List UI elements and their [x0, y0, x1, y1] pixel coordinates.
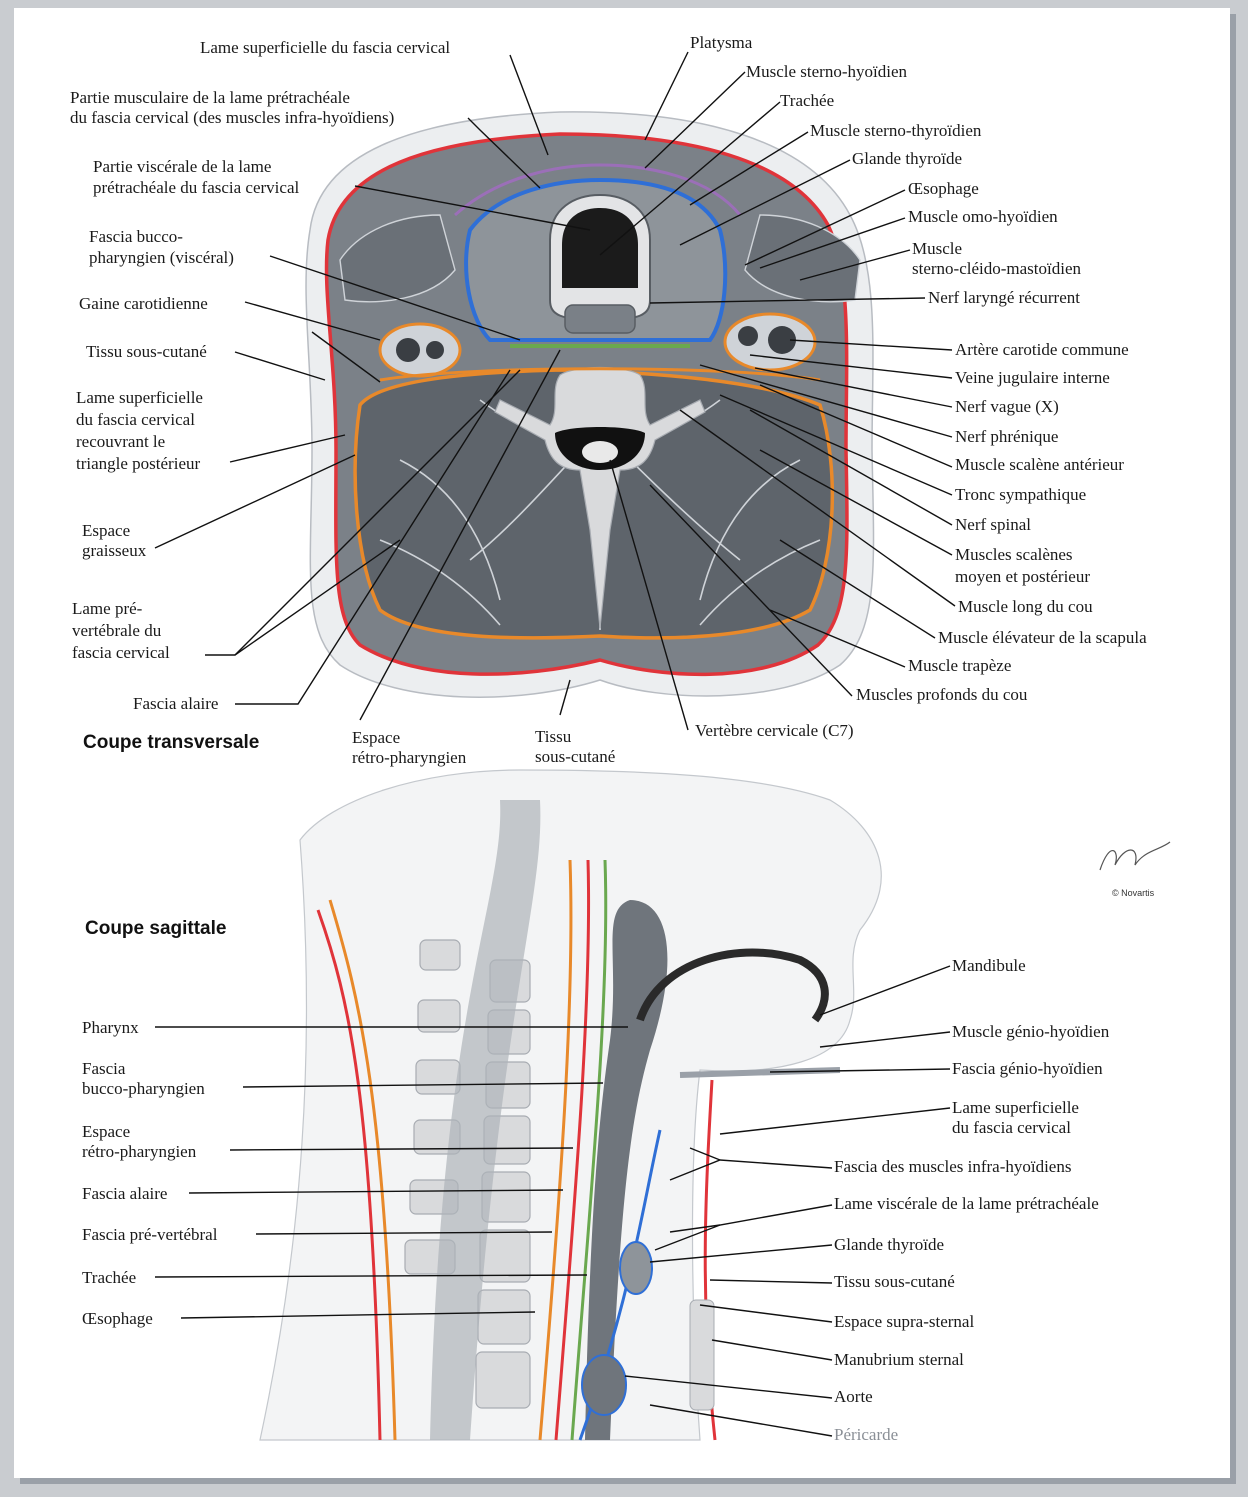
label-muscle-genio: Muscle génio-hyoïdien [952, 1022, 1110, 1041]
label-sag-fascia-alaire: Fascia alaire [82, 1184, 167, 1203]
label-platysma: Platysma [690, 33, 753, 52]
label-visceral-line2: prétrachéale du fascia cervical [93, 178, 299, 197]
label-artere-carotide: Artère carotide commune [955, 340, 1129, 359]
label-long-du-cou: Muscle long du cou [958, 597, 1093, 616]
label-lame-post-line4: triangle postérieur [76, 454, 200, 473]
label-prevert-line1: Lame pré- [72, 599, 143, 618]
label-veine-jugulaire: Veine jugulaire interne [955, 368, 1110, 387]
sagittal-title: Coupe sagittale [85, 918, 226, 939]
label-visceral-line1: Partie viscérale de la lame [93, 157, 271, 176]
right-jugular-vein [738, 326, 758, 346]
label-espace-supra: Espace supra-sternal [834, 1312, 974, 1331]
label-mandibule: Mandibule [952, 956, 1026, 975]
label-lame-post-line3: recouvrant le [76, 432, 165, 451]
label-nerf-phrenique: Nerf phrénique [955, 427, 1058, 446]
aorta-vessel [582, 1355, 626, 1415]
label-scm-line2: sterno-cléido-mastoïdien [912, 259, 1082, 278]
spinal-cord [582, 441, 618, 463]
label-trachee: Trachée [780, 91, 834, 110]
transverse-title: Coupe transversale [83, 732, 259, 753]
label-vertebre-c7: Vertèbre cervicale (C7) [695, 721, 854, 740]
label-sterno-hyoidien: Muscle sterno-hyoïdien [746, 62, 907, 81]
label-gaine-carotidienne: Gaine carotidienne [79, 294, 208, 313]
sagittal-section-illustration [260, 770, 881, 1440]
label-sag-lame-line2: du fascia cervical [952, 1118, 1071, 1137]
esophagus [565, 305, 635, 333]
label-sterno-thyroidien: Muscle sterno-thyroïdien [810, 121, 982, 140]
label-sag-oesophage: Œsophage [82, 1309, 153, 1328]
label-fascia-bucco-line2: bucco-pharyngien [82, 1079, 205, 1098]
left-jugular-vein [426, 341, 444, 359]
label-lame-post-line2: du fascia cervical [76, 410, 195, 429]
label-musculaire-line1: Partie musculaire de la lame prétrachéal… [70, 88, 350, 107]
label-nerf-larynge: Nerf laryngé récurrent [928, 288, 1080, 307]
label-fascia-alaire: Fascia alaire [133, 694, 218, 713]
label-sag-thyroide: Glande thyroïde [834, 1235, 944, 1254]
label-sag-tissu: Tissu sous-cutané [834, 1272, 955, 1291]
label-aorte: Aorte [834, 1387, 873, 1406]
label-pharynx: Pharynx [82, 1018, 139, 1037]
label-graisseux-line1: Espace [82, 521, 130, 540]
label-tissu-sous-cutane: Tissu sous-cutané [86, 342, 207, 361]
artist-signature: © Novartis [1100, 842, 1170, 898]
label-scalenes-line1: Muscles scalènes [955, 545, 1073, 564]
label-retro-line1: Espace [352, 728, 400, 747]
label-fascia-genio: Fascia génio-hyoïdien [952, 1059, 1103, 1078]
copyright-credit: © Novartis [1112, 888, 1155, 898]
label-scm-line1: Muscle [912, 239, 962, 258]
label-muscles-profonds: Muscles profonds du cou [856, 685, 1028, 704]
label-tissu-bas-line1: Tissu [535, 727, 572, 746]
label-lame-post-line1: Lame superficielle [76, 388, 203, 407]
label-oesophage: Œsophage [908, 179, 979, 198]
label-fascia-bucco-line1: Fascia [82, 1059, 126, 1078]
label-trapeze: Muscle trapèze [908, 656, 1011, 675]
label-glande-thyroide: Glande thyroïde [852, 149, 962, 168]
label-lame-viscerale: Lame viscérale de la lame prétrachéale [834, 1194, 1099, 1213]
left-carotid-artery [396, 338, 420, 362]
label-prevert-line2: vertébrale du [72, 621, 162, 640]
label-lame-superficielle: Lame superficielle du fascia cervical [200, 38, 450, 57]
label-bucco-line1: Fascia bucco- [89, 227, 183, 246]
label-espace-retro-line1: Espace [82, 1122, 130, 1141]
transverse-section-illustration [306, 112, 874, 697]
label-elevateur-scapula: Muscle élévateur de la scapula [938, 628, 1147, 647]
label-nerf-spinal: Nerf spinal [955, 515, 1031, 534]
label-bucco-line2: pharyngien (viscéral) [89, 248, 234, 267]
label-tissu-bas-line2: sous-cutané [535, 747, 615, 766]
label-manubrium: Manubrium sternal [834, 1350, 964, 1369]
label-sag-trachee: Trachée [82, 1268, 136, 1287]
label-scalenes-line2: moyen et postérieur [955, 567, 1090, 586]
label-nerf-vague: Nerf vague (X) [955, 397, 1059, 416]
thyroid-gland [620, 1242, 652, 1294]
label-fascia-infra: Fascia des muscles infra-hyoïdiens [834, 1157, 1071, 1176]
label-espace-retro-line2: rétro-pharyngien [82, 1142, 197, 1161]
label-retro-line2: rétro-pharyngien [352, 748, 467, 767]
label-sag-lame-line1: Lame superficielle [952, 1098, 1079, 1117]
manubrium-bone [690, 1300, 714, 1410]
label-musculaire-line2: du fascia cervical (des muscles infra-hy… [70, 108, 394, 127]
label-graisseux-line2: graisseux [82, 541, 147, 560]
label-pericarde: Péricarde [834, 1425, 898, 1444]
trachea-lumen [562, 208, 638, 288]
label-omo-hyoidien: Muscle omo-hyoïdien [908, 207, 1058, 226]
label-tronc-sympathique: Tronc sympathique [955, 485, 1086, 504]
label-scalene-anterieur: Muscle scalène antérieur [955, 455, 1124, 474]
label-prevert-line3: fascia cervical [72, 643, 170, 662]
label-fascia-prevertebral: Fascia pré-vertébral [82, 1225, 218, 1244]
